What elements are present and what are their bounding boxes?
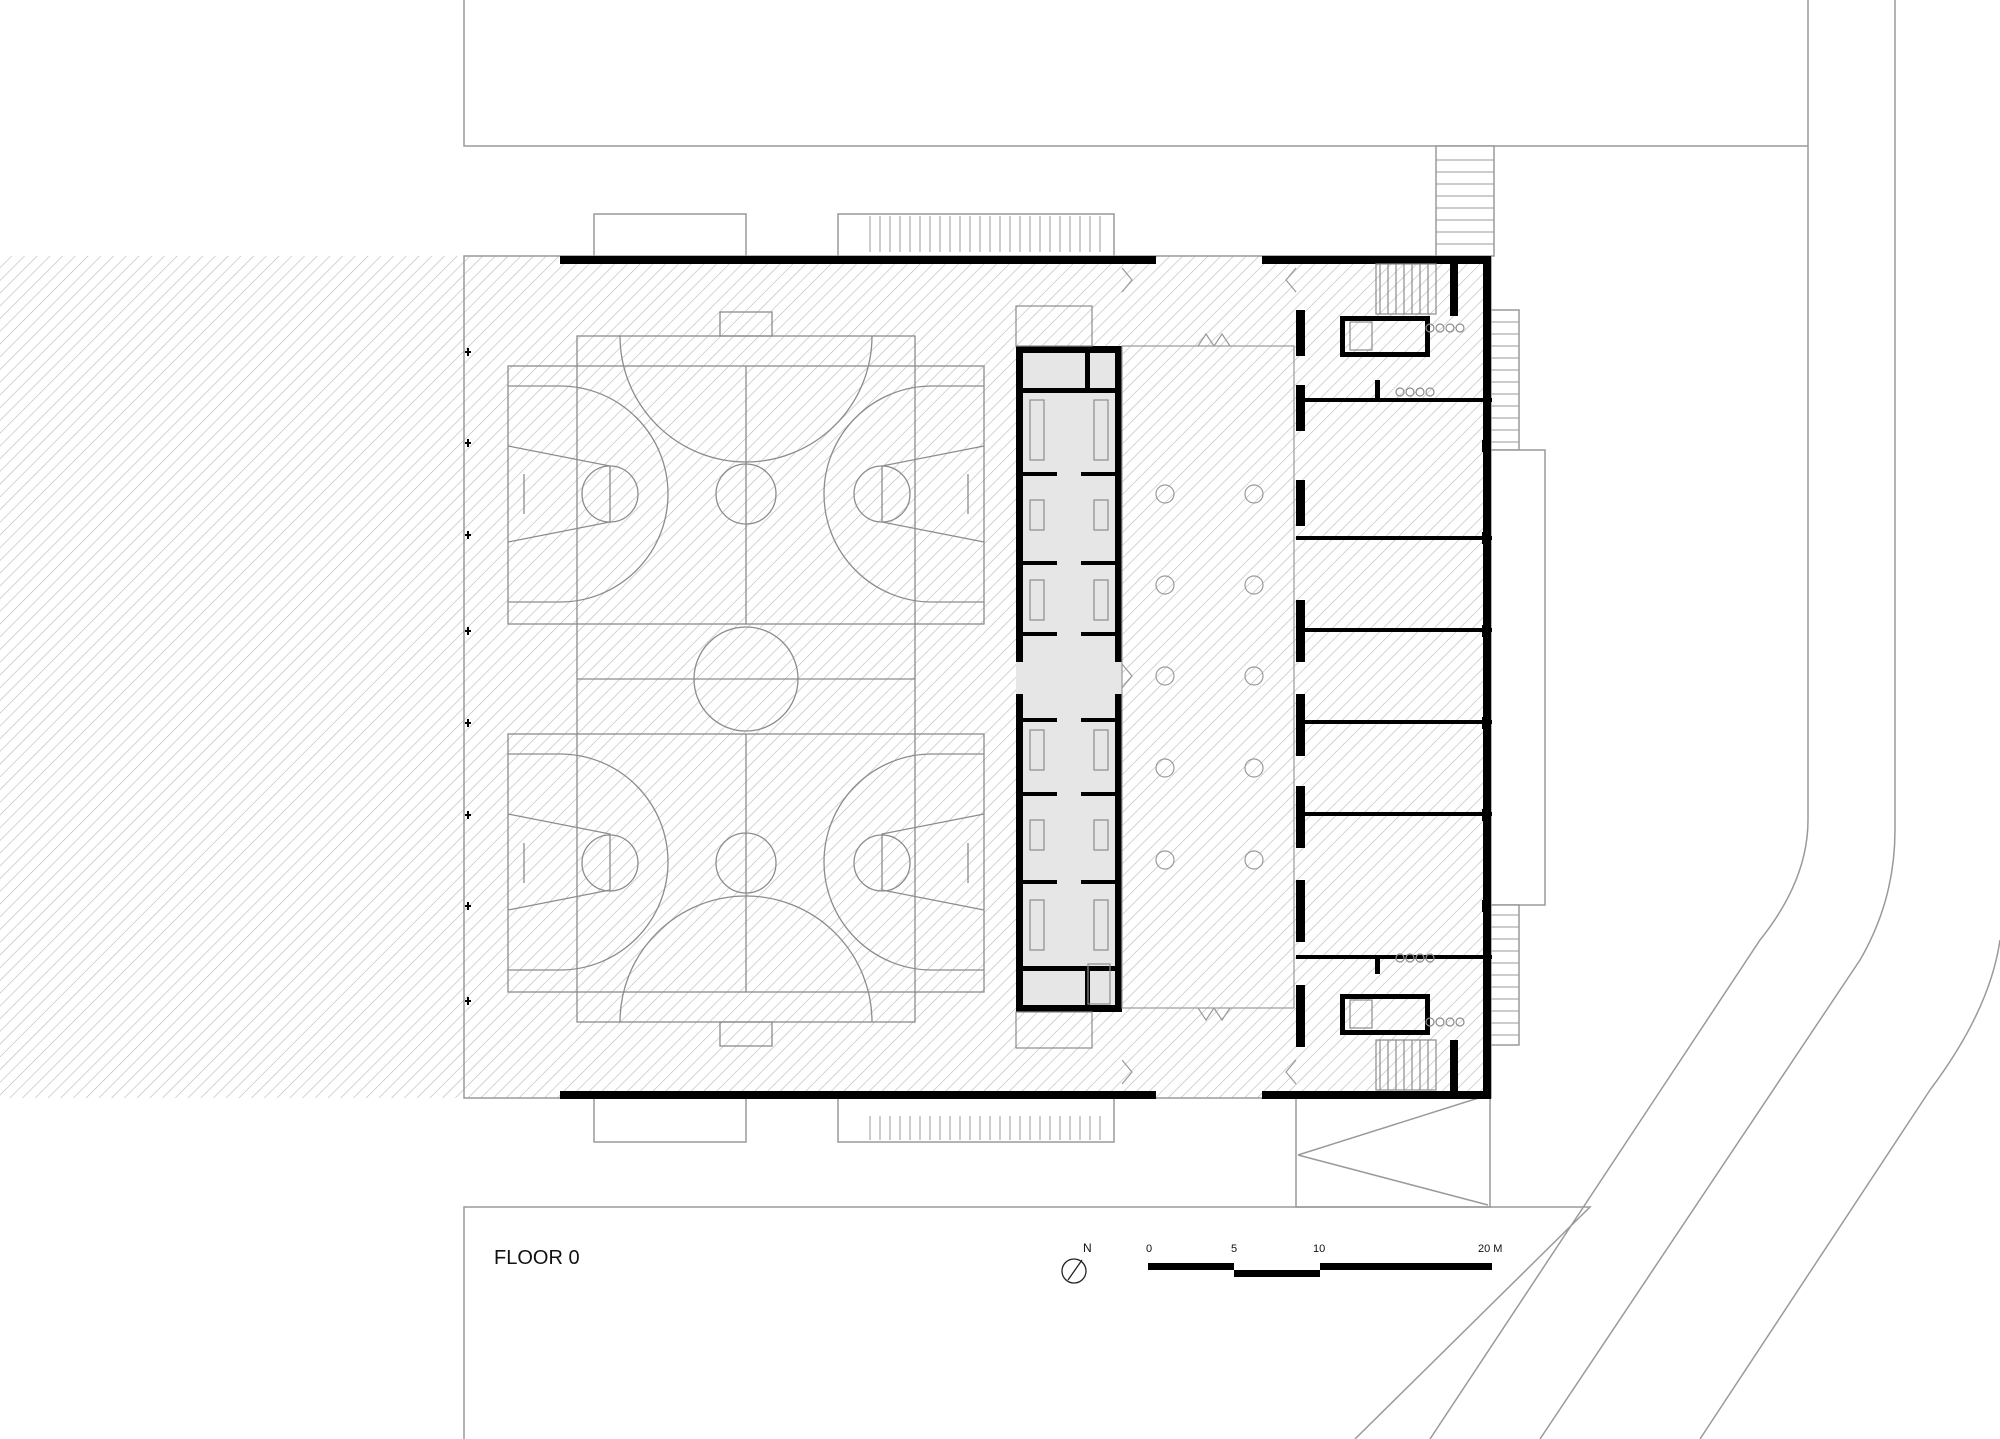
scale-label-0: 0 bbox=[1146, 1243, 1152, 1255]
center-circle bbox=[693, 626, 799, 732]
goal-north bbox=[719, 311, 773, 337]
north-block-outline bbox=[463, 0, 1809, 147]
changing-rooms bbox=[1015, 305, 1122, 1049]
scale-label-5: 5 bbox=[1231, 1243, 1237, 1255]
north-bench-west bbox=[593, 213, 747, 257]
sports-courts bbox=[507, 311, 985, 1047]
south-block-outline bbox=[463, 1206, 1592, 1439]
road-curve-outer bbox=[1539, 0, 1896, 1439]
east-rooms bbox=[1296, 256, 1492, 1098]
site-context bbox=[463, 0, 2000, 1439]
building-floor bbox=[463, 255, 1492, 1099]
scale-label-20: 20 M bbox=[1478, 1243, 1502, 1255]
perimeter-bollards bbox=[465, 348, 471, 1005]
road-curve-far bbox=[1699, 939, 2000, 1439]
east-ramp-triangle bbox=[1297, 1094, 1489, 1206]
north-bench-east bbox=[837, 213, 1115, 257]
goal-south bbox=[719, 1021, 773, 1047]
east-ramp-outline bbox=[1295, 1095, 1491, 1208]
stair-treads bbox=[869, 159, 1519, 1140]
facade-walls bbox=[560, 256, 1491, 1099]
south-bench-west bbox=[593, 1097, 747, 1143]
east-ramp-north bbox=[1490, 309, 1520, 451]
north-label: N bbox=[1083, 1241, 1092, 1255]
floor-title: FLOOR 0 bbox=[494, 1247, 580, 1269]
external-platforms bbox=[593, 145, 1546, 1143]
north-east-stair bbox=[1435, 145, 1495, 257]
east-canopy bbox=[1490, 449, 1546, 906]
west-plaza bbox=[0, 256, 464, 1098]
road-curve-inner bbox=[1429, 146, 1809, 1439]
central-hall bbox=[1121, 267, 1297, 1085]
scale-bar: 0 5 10 20 M bbox=[1146, 1243, 1502, 1277]
service-core-details bbox=[1349, 263, 1465, 1091]
south-bench-east bbox=[837, 1097, 1115, 1143]
north-arrow: N bbox=[1061, 1241, 1092, 1284]
scale-label-10: 10 bbox=[1313, 1243, 1325, 1255]
